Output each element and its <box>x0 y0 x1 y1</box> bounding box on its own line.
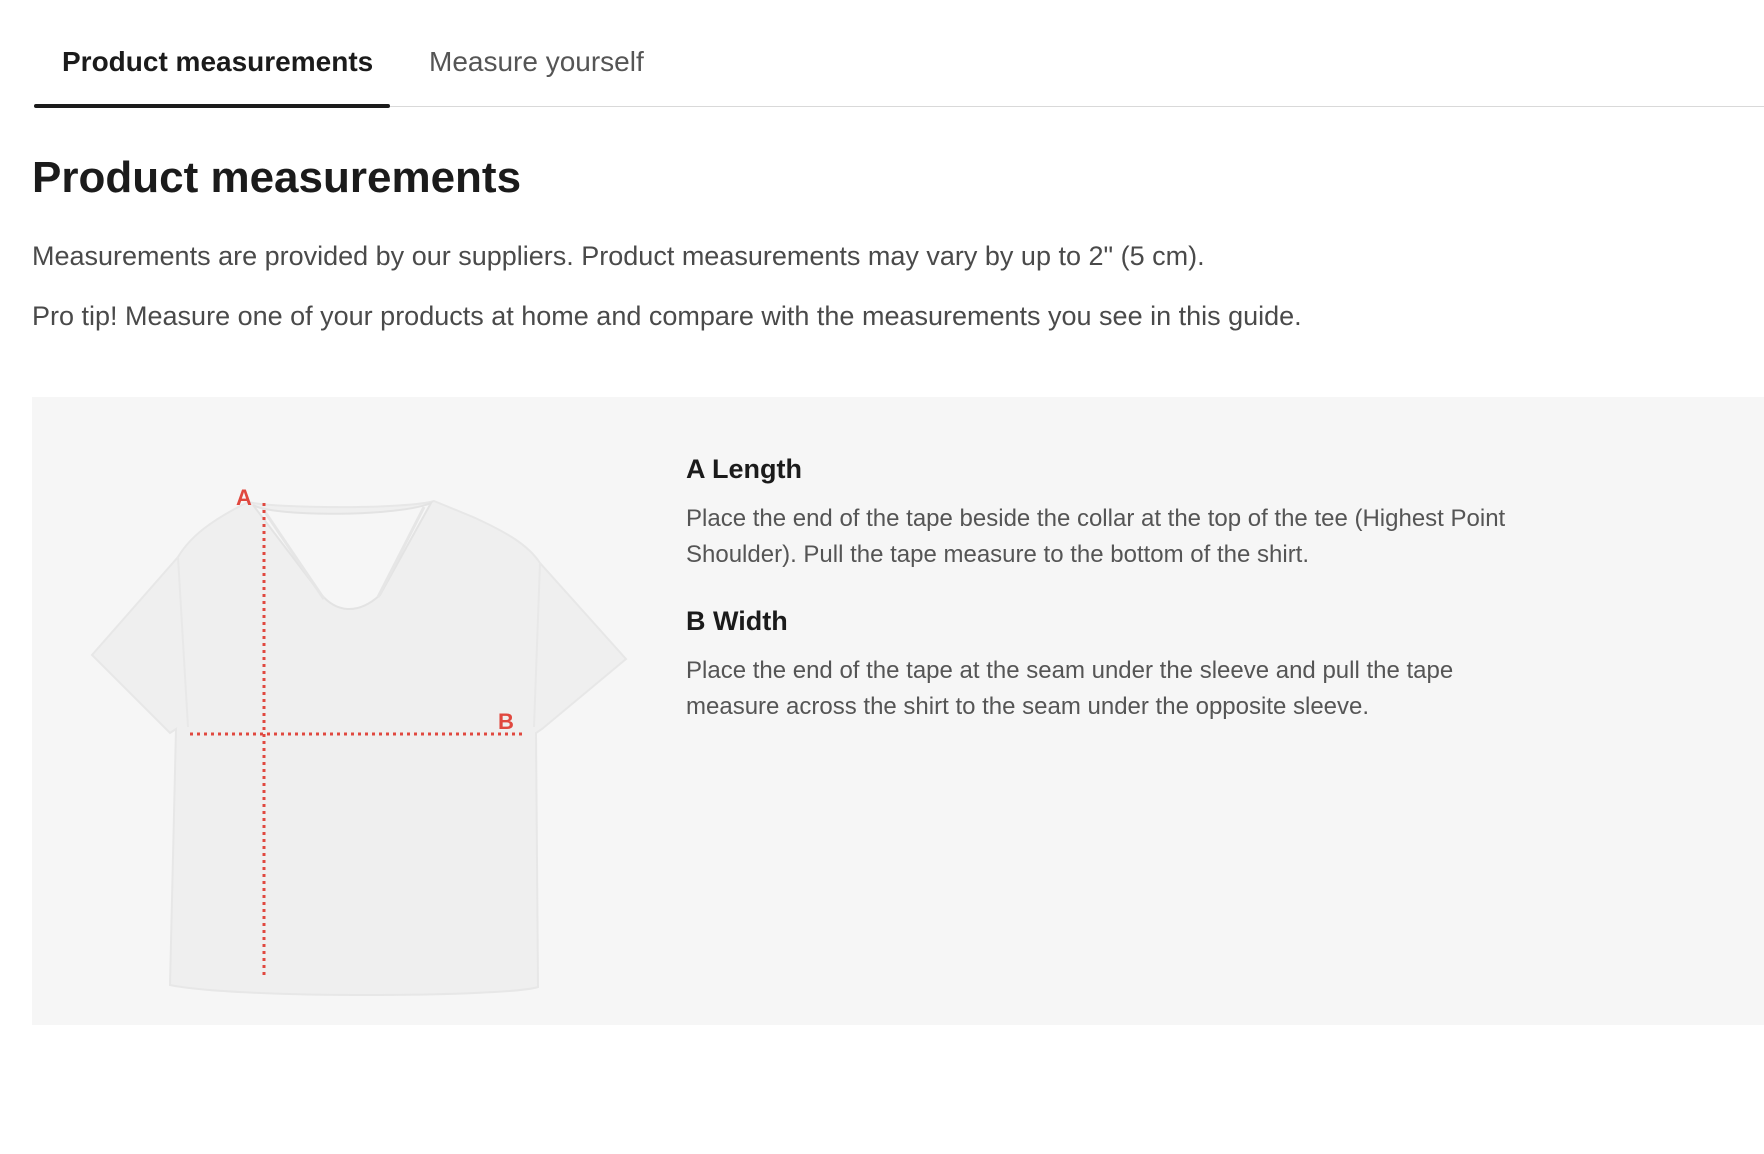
page-title: Product measurements <box>32 153 522 202</box>
measurement-width: B Width Place the end of the tape at the… <box>686 603 1506 725</box>
measurement-title-length: A Length <box>686 454 802 484</box>
measurement-title-width: B Width <box>686 606 788 636</box>
tab-divider <box>34 106 1764 107</box>
tshirt-diagram-svg: A B <box>90 485 628 996</box>
active-tab-indicator <box>34 104 390 108</box>
tshirt-collar-band-right <box>376 506 426 598</box>
tab-bar: Product measurements Measure yourself <box>0 0 1764 108</box>
width-marker-label: B <box>498 709 514 734</box>
tshirt-shape <box>90 499 628 996</box>
measurement-description-length: Place the end of the tape beside the col… <box>686 505 1506 568</box>
intro-text-suppliers: Measurements are provided by our supplie… <box>32 241 1205 271</box>
tab-measure-yourself[interactable]: Measure yourself <box>429 46 644 77</box>
tab-product-measurements[interactable]: Product measurements <box>62 46 374 77</box>
measurement-guide-panel: A B A Length Place the end of the tape b… <box>32 397 1764 1025</box>
tshirt-diagram: A B <box>88 437 648 997</box>
measurement-description-width: Place the end of the tape at the seam un… <box>686 657 1454 720</box>
length-marker-label: A <box>236 485 252 510</box>
measurement-length: A Length Place the end of the tape besid… <box>686 451 1506 573</box>
tshirt-right-sleeve-seam <box>533 562 541 728</box>
tshirt-collar-band <box>261 508 326 600</box>
intro-text-pro-tip: Pro tip! Measure one of your products at… <box>32 301 1302 331</box>
tshirt-left-sleeve-seam <box>177 556 189 728</box>
measurement-instructions: A Length Place the end of the tape besid… <box>686 451 1506 725</box>
